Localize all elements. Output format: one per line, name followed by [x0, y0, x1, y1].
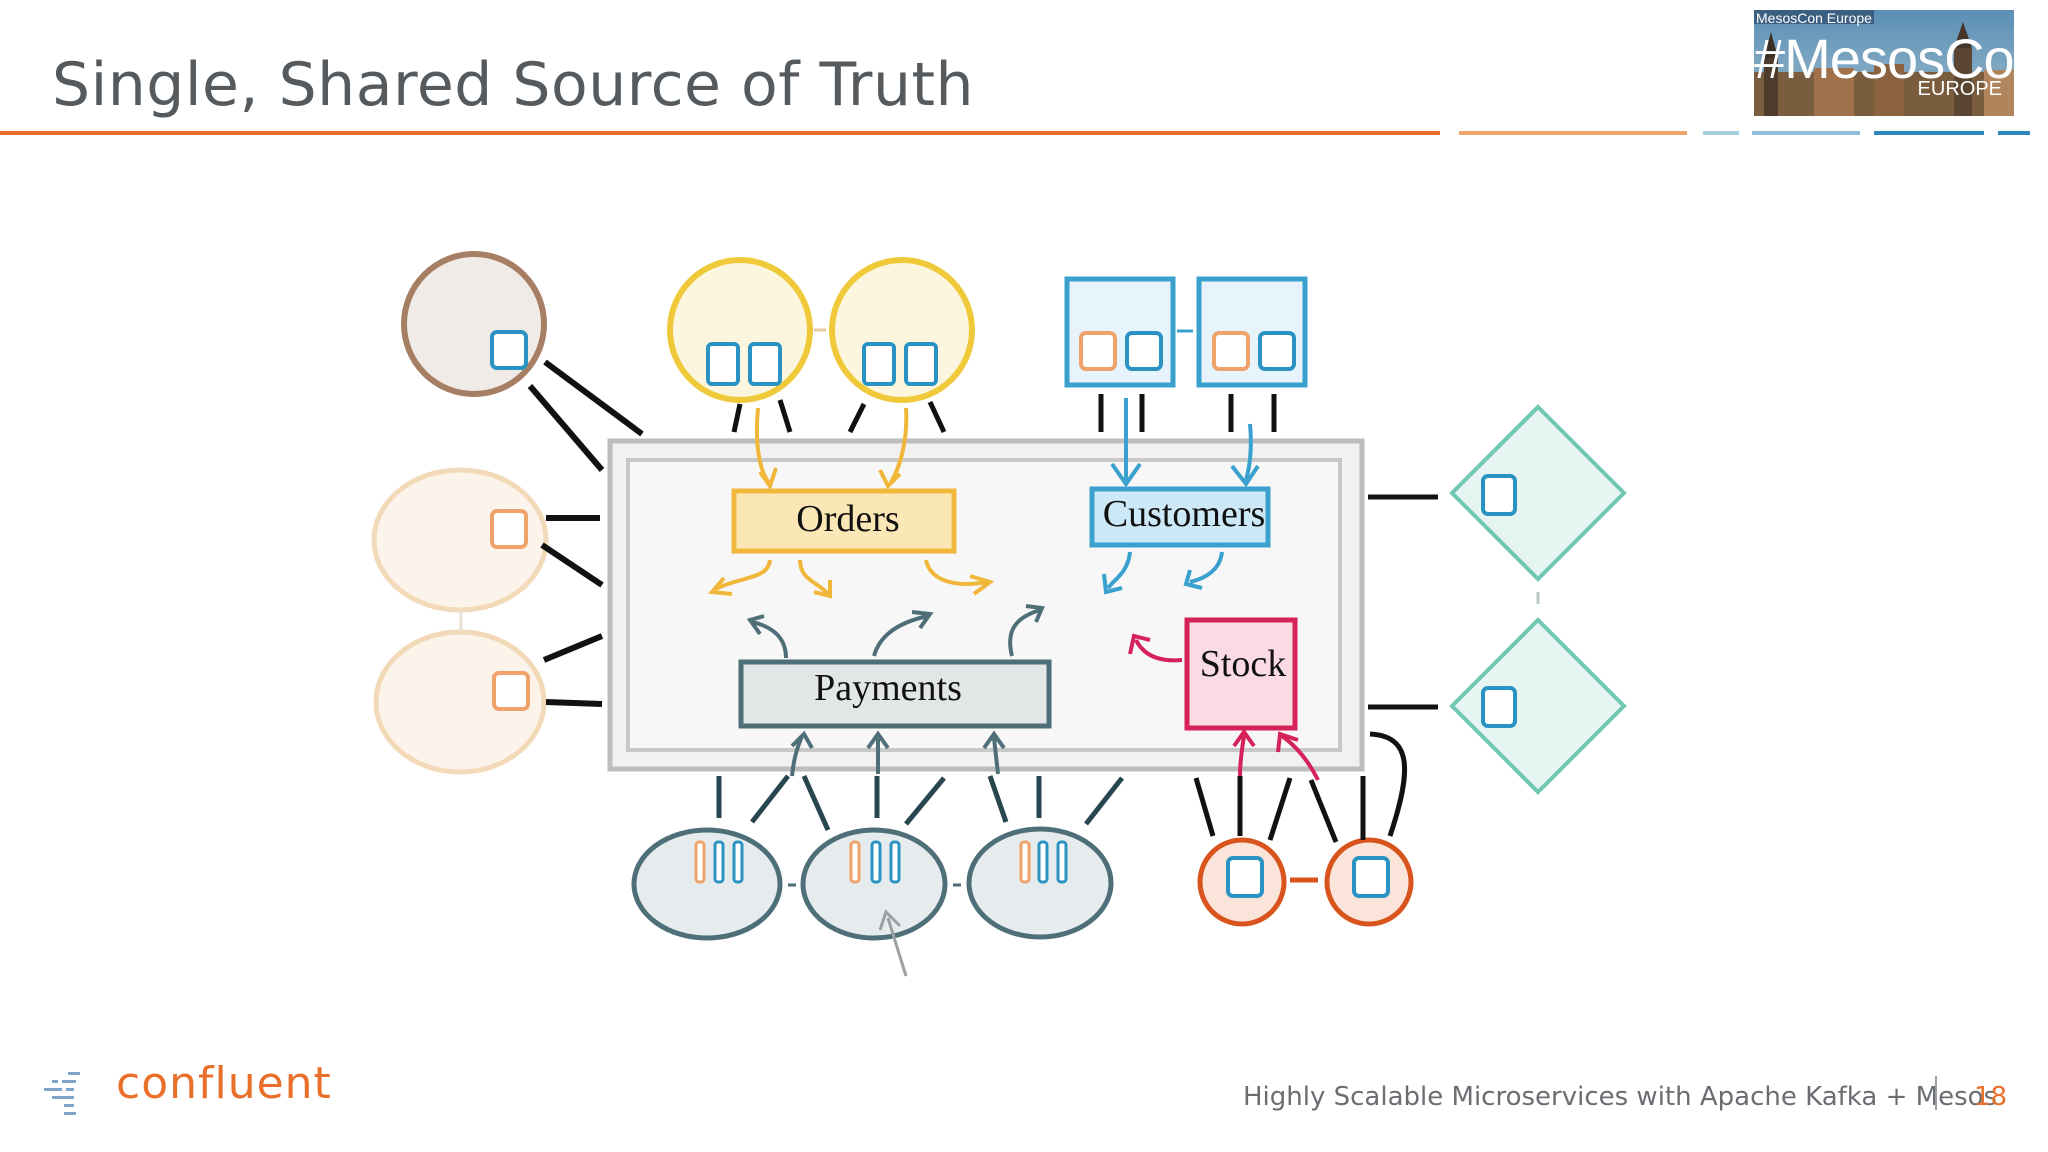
stock-topic: Stock [1184, 617, 1298, 731]
arrow [1106, 551, 1132, 590]
peach-service-node-2 [373, 629, 547, 775]
brown-service-node [401, 251, 547, 397]
connector [801, 774, 831, 832]
payments-label: Payments [814, 667, 962, 709]
slide-title: Single, Shared Source of Truth [52, 50, 975, 120]
teal-service-node-1 [1449, 404, 1627, 582]
orders-label: Orders [796, 498, 899, 540]
customers-label: Customers [1103, 493, 1266, 535]
teal-service-node-2 [1449, 617, 1627, 795]
arrow [713, 559, 772, 592]
arrow [872, 614, 929, 657]
accent-rule-orange [1459, 131, 1687, 135]
accent-rule-blue-2 [1752, 131, 1860, 135]
arrow [1238, 735, 1246, 777]
arrow [1128, 633, 1151, 655]
mesoscon-europe-logo: MesosCon Europe #MesosCon EUROPE [1754, 10, 2014, 116]
connector [542, 633, 604, 663]
arrow [1189, 551, 1224, 584]
payments-topic: Payments [738, 659, 1052, 729]
arrow [707, 576, 733, 596]
blue-service-node-1 [1064, 276, 1176, 388]
arrow [1276, 731, 1299, 753]
connector [1308, 779, 1339, 843]
pointer-arrow [886, 917, 908, 977]
connector [540, 542, 604, 588]
accent-rule-blue-3 [1874, 131, 1984, 135]
arrow [1232, 728, 1256, 748]
logo-main-text: #MesosCon [1754, 27, 2014, 90]
brand-name: confluent [116, 1058, 332, 1109]
arrow-head [758, 467, 778, 491]
yellow-service-node-1 [667, 257, 813, 403]
pointer-arrow-head [878, 909, 902, 931]
connector [987, 775, 1009, 823]
page-number: 18 [1974, 1082, 2008, 1112]
connector [731, 403, 743, 433]
slate-service-node-1 [631, 827, 783, 941]
connector [545, 699, 603, 707]
slate-service-node-2 [800, 827, 948, 941]
arrow [813, 580, 832, 599]
footer-title: Highly Scalable Microservices with Apach… [1243, 1082, 1998, 1112]
arrow [911, 610, 934, 630]
logo-sub-text: EUROPE [1917, 78, 2002, 100]
arrow-head [878, 469, 902, 490]
accent-rule-blue-4 [1998, 131, 2030, 135]
connector [750, 774, 790, 824]
arrow [1280, 734, 1320, 781]
orders-topic: Orders [731, 488, 957, 554]
arrow [866, 730, 890, 750]
connector [777, 399, 793, 433]
blue-service-node-2 [1196, 276, 1308, 388]
connector [1267, 777, 1293, 841]
confluent-mark-icon [44, 1072, 80, 1115]
orange-service-node-2 [1324, 837, 1414, 927]
title-underline [0, 131, 1440, 135]
arrow [790, 730, 814, 749]
connector [1193, 777, 1216, 837]
stock-label: Stock [1200, 643, 1287, 685]
connector [1084, 776, 1124, 826]
arrow [982, 730, 1006, 750]
arrow [798, 559, 830, 596]
arrow [1244, 423, 1253, 481]
logo-small-text: MesosCon Europe [1756, 10, 1872, 26]
arrow [1102, 573, 1123, 595]
arrow [751, 620, 788, 659]
arrow [746, 614, 765, 636]
arrow [1025, 604, 1045, 623]
footer-separator [1935, 1076, 1937, 1110]
arrow-head [1110, 462, 1142, 488]
arrow [924, 559, 987, 586]
customers-topic: Customers [1089, 486, 1271, 548]
arrow [992, 737, 1000, 775]
connector [847, 402, 867, 434]
arrow-head [1230, 464, 1260, 488]
orange-service-node-1 [1197, 837, 1287, 927]
arrow [1008, 608, 1041, 657]
connector [527, 384, 605, 472]
arrow [1134, 639, 1183, 663]
accent-rule-blue-1 [1703, 131, 1739, 135]
connector [1369, 731, 1407, 837]
yellow-service-node-2 [829, 257, 975, 403]
peach-service-node-1 [371, 467, 549, 613]
connector [927, 400, 947, 434]
arrow [969, 574, 995, 596]
connector [904, 776, 946, 826]
connector [543, 359, 644, 437]
slate-service-node-3 [966, 826, 1114, 940]
arrow [1183, 569, 1203, 590]
